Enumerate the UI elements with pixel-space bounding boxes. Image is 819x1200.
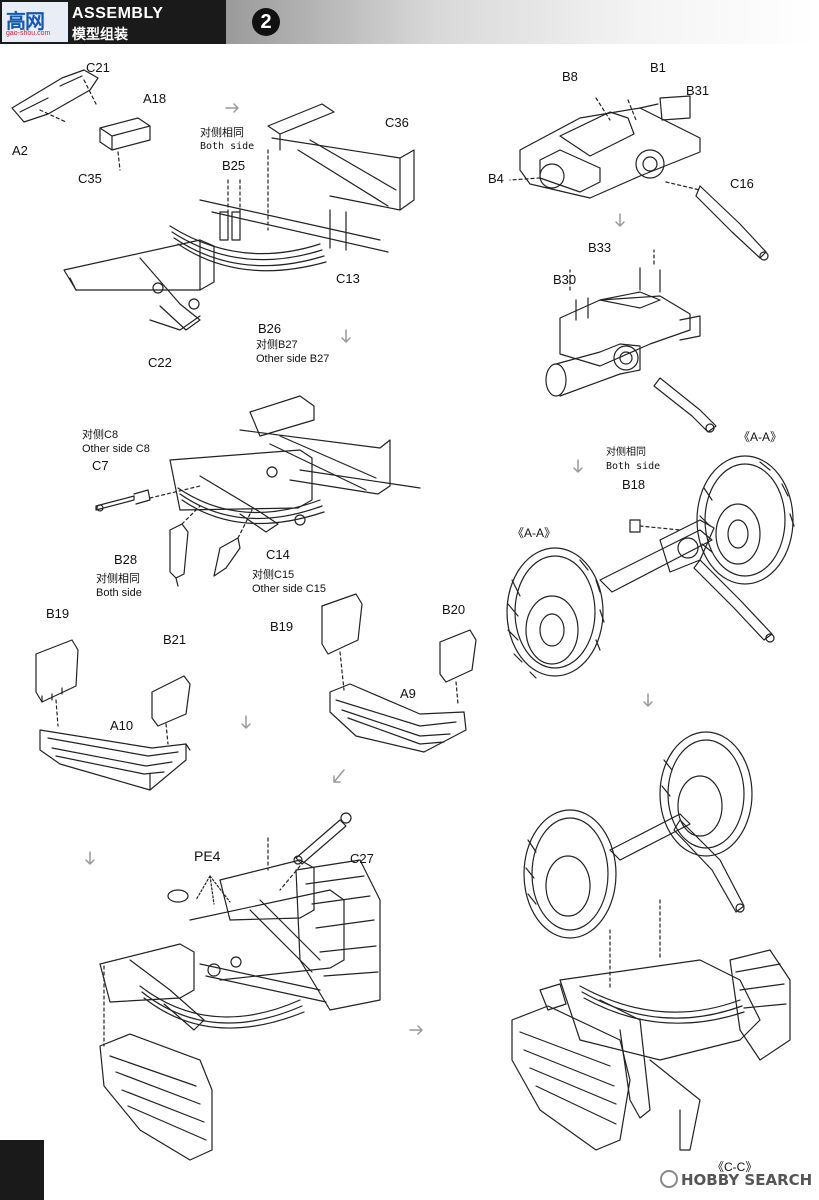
part-label-b1: B1 <box>650 60 666 75</box>
note-en: Other side B27 <box>256 353 330 365</box>
logo-url: gao-shou.com <box>6 30 51 37</box>
note-both-side-1: 对侧相同 Both side <box>200 126 254 154</box>
note-cn: 对侧C15 <box>252 569 295 581</box>
step4-chassis-assembly <box>99 812 381 1161</box>
step-number-badge: 2 <box>252 8 280 36</box>
footer-dark-block <box>0 1140 44 1200</box>
note-cn: 对侧B27 <box>256 339 298 351</box>
flow-arrows <box>85 103 653 1035</box>
note-cn: 对侧相同 <box>606 447 646 458</box>
note-other-side-b27: 对侧B27 Other side B27 <box>256 338 329 366</box>
section-label-cc: 《C-C》 <box>712 1160 758 1174</box>
section-title: ASSEMBLY <box>72 5 164 22</box>
step2-frame-assembly <box>95 395 421 587</box>
part-label-b18: B18 <box>622 477 646 492</box>
section-label-aa-left: 《A-A》 <box>512 526 557 540</box>
note-cn: 对侧相同 <box>200 127 244 139</box>
part-label-b19-left: B19 <box>46 606 70 621</box>
note-cn: 对侧相同 <box>96 573 140 585</box>
note-en: Both side <box>96 587 142 599</box>
note-en: Other side C15 <box>252 583 326 595</box>
step7-axle-with-wheels <box>506 455 795 679</box>
step6-axle-with-u-bolts <box>545 249 717 433</box>
part-label-a2: A2 <box>12 143 28 158</box>
note-other-side-c8: 对侧C8 Other side C8 <box>82 428 150 456</box>
step3-fender-right <box>321 593 477 753</box>
part-label-b25: B25 <box>222 158 246 173</box>
part-label-b4: B4 <box>488 171 504 186</box>
part-label-c16: C16 <box>730 176 754 191</box>
watermark-text: HOBBY SEARCH <box>681 1171 813 1189</box>
note-both-side-2: 对侧相同 Both side <box>96 572 142 600</box>
note-both-side-3: 对侧相同 Both side <box>606 446 660 474</box>
note-cn: 对侧C8 <box>82 429 119 441</box>
step8-full-chassis <box>511 731 791 1151</box>
part-label-b31: B31 <box>686 83 710 98</box>
site-logo: 高网 gao-shou.com <box>2 2 68 42</box>
step5-axle-housing <box>509 95 769 261</box>
part-label-b33: B33 <box>588 240 612 255</box>
part-label-b19-right: B19 <box>270 619 294 634</box>
part-label-b30: B30 <box>553 272 577 287</box>
part-label-c13: C13 <box>336 271 360 286</box>
part-label-c35: C35 <box>78 171 102 186</box>
watermark: HOBBY SEARCH <box>660 1170 812 1189</box>
section-label-aa-right: 《A-A》 <box>738 430 783 444</box>
part-label-b8: B8 <box>562 69 578 84</box>
part-label-c7: C7 <box>92 458 109 473</box>
part-label-c27: C27 <box>350 851 374 866</box>
part-label-c36: C36 <box>385 115 409 130</box>
step1-frame-assembly <box>11 69 415 331</box>
note-en: Other side C8 <box>82 443 150 455</box>
part-label-b20: B20 <box>442 602 466 617</box>
note-en: Both side <box>606 461 661 472</box>
part-label-pe4: PE4 <box>194 848 221 864</box>
watermark-logo-icon <box>660 1170 678 1188</box>
note-other-side-c15: 对侧C15 Other side C15 <box>252 568 326 596</box>
part-label-c14: C14 <box>266 547 290 562</box>
part-label-b28: B28 <box>114 552 138 567</box>
part-label-a10: A10 <box>110 718 134 733</box>
part-label-b26: B26 <box>258 321 282 336</box>
part-label-c22: C22 <box>148 355 172 370</box>
part-label-a9: A9 <box>400 686 416 701</box>
logo-text: 高网 <box>6 9 45 33</box>
part-label-a18: A18 <box>143 91 167 106</box>
section-subtitle: 模型组装 <box>72 26 128 42</box>
step3-fender-left <box>35 639 191 791</box>
part-label-c21: C21 <box>86 60 110 75</box>
header-gradient-band <box>226 0 819 44</box>
note-en: Both side <box>200 141 255 152</box>
page-header: 高网 gao-shou.com ASSEMBLY 模型组装 2 <box>0 0 819 44</box>
part-label-b21: B21 <box>163 632 187 647</box>
